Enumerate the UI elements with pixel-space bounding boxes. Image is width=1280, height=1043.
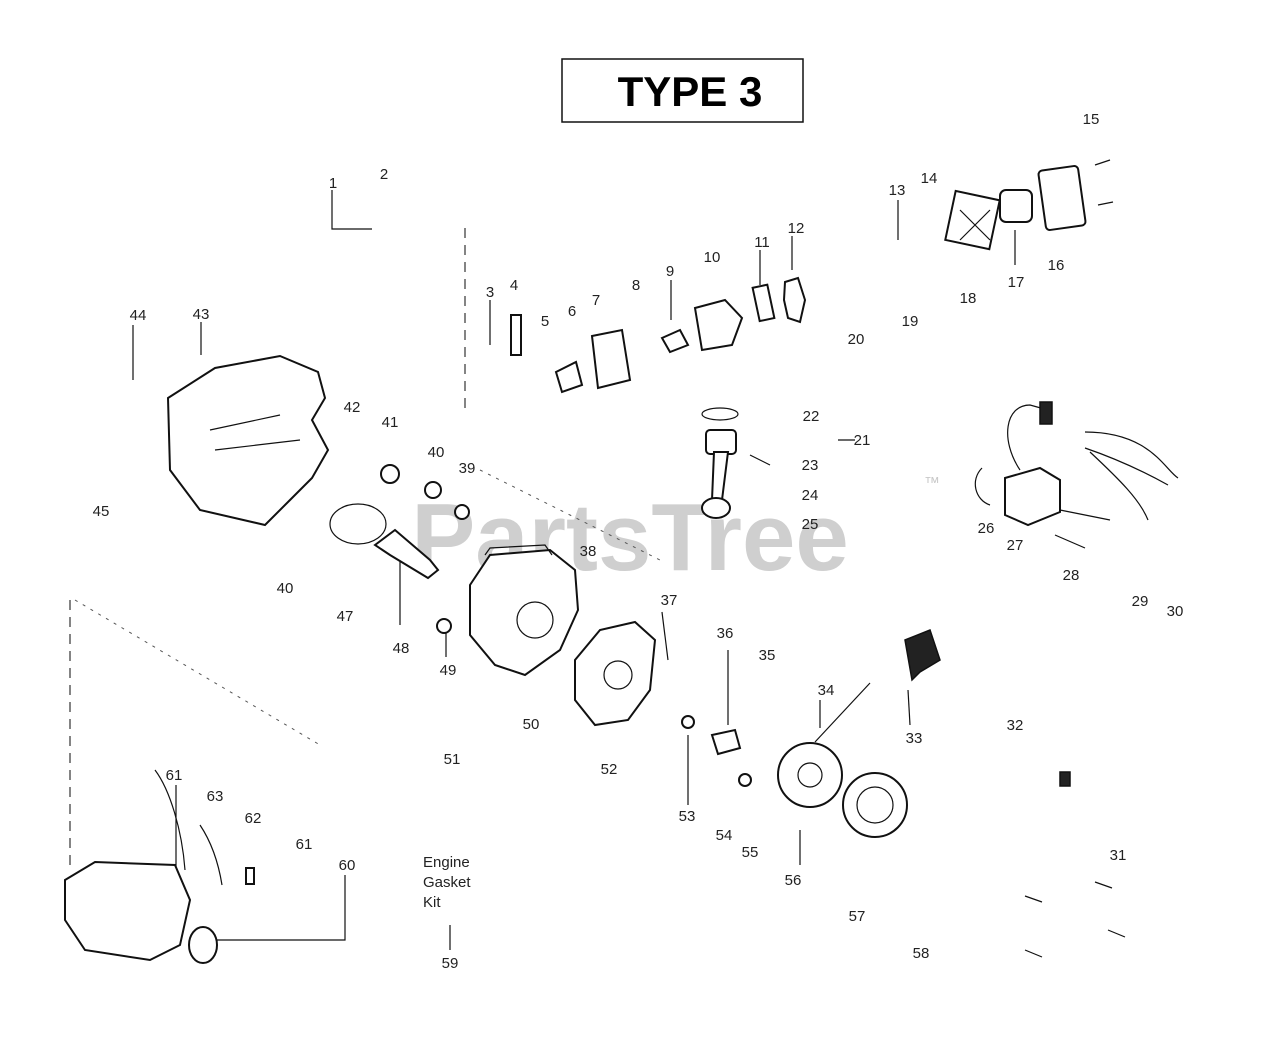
callout-54: 54 [716,827,733,844]
callout-16: 16 [1048,257,1065,274]
callout-20: 20 [848,331,865,348]
callout-51: 51 [444,751,461,768]
part-seals [380,464,470,634]
callout-8: 8 [632,277,640,294]
part-crankshaft [373,528,440,580]
callout-40b: 40 [277,580,294,597]
callout-13: 13 [889,182,906,199]
callout-53: 53 [679,808,696,825]
callout-57: 57 [849,908,866,925]
callout-43: 43 [193,306,210,323]
callout-37: 37 [661,592,678,609]
callout-55: 55 [742,844,759,861]
callout-17: 17 [1008,274,1025,291]
callout-21: 21 [854,432,871,449]
callout-34: 34 [818,682,835,699]
callout-41: 41 [382,414,399,431]
callout-5: 5 [541,313,549,330]
callout-63: 63 [207,788,224,805]
part-air-filter [944,165,1087,251]
kit-label-line-1: Engine [423,854,470,871]
leader-lines [69,190,1016,950]
callout-40a: 40 [428,444,445,461]
part-spark-plug [510,314,522,356]
callout-62: 62 [245,810,262,827]
callout-61b: 61 [296,836,313,853]
callout-1: 1 [329,175,337,192]
callout-44: 44 [130,307,147,324]
callout-23: 23 [802,457,819,474]
callout-19: 19 [902,313,919,330]
callout-2: 2 [380,166,388,183]
callout-18: 18 [960,290,977,307]
callout-28: 28 [1063,567,1080,584]
callout-24: 24 [802,487,819,504]
kit-label-line-3: Kit [423,894,441,911]
callout-45: 45 [93,503,110,520]
callout-3: 3 [486,284,494,301]
callout-29: 29 [1132,593,1149,610]
callout-11: 11 [754,234,770,251]
callout-10: 10 [704,249,721,266]
callout-48: 48 [393,640,410,657]
kit-label-line-2: Gasket [423,874,471,891]
part-muffler-bits [660,276,807,354]
part-piston-rod [701,407,739,519]
part-cylinder [554,328,632,394]
part-ignition-module [974,401,1179,549]
callout-49: 49 [440,662,457,679]
callout-15: 15 [1083,111,1100,128]
callout-39: 39 [459,460,476,477]
part-screws [749,159,1126,958]
callout-33: 33 [906,730,923,747]
callout-6: 6 [568,303,576,320]
diagram-title: TYPE 3 [618,68,763,115]
callout-52: 52 [601,761,618,778]
part-fuel-tank [64,769,255,964]
callout-59: 59 [442,955,459,972]
callout-60: 60 [339,857,356,874]
callout-12: 12 [788,220,805,237]
callout-56: 56 [785,872,802,889]
watermark-trademark: ™ [924,475,940,492]
engine-gasket-kit-label: Engine Gasket Kit [423,854,471,911]
callout-27: 27 [1007,537,1024,554]
callout-36: 36 [717,625,734,642]
part-starter-assembly [681,629,941,838]
callout-38: 38 [580,543,597,560]
callout-32: 32 [1007,717,1024,734]
callout-9: 9 [666,263,674,280]
callout-42: 42 [344,399,361,416]
part-crankcase [469,544,580,677]
callout-50: 50 [523,716,540,733]
callout-26: 26 [978,520,995,537]
title-box: TYPE 3 [561,58,804,123]
callout-30: 30 [1167,603,1184,620]
callout-31: 31 [1110,847,1127,864]
callout-7: 7 [592,292,600,309]
callout-4: 4 [510,277,518,294]
callout-22: 22 [803,408,820,425]
callout-61a: 61 [166,767,183,784]
callout-25: 25 [802,516,819,533]
callout-58: 58 [913,945,930,962]
part-gasket-ring [329,503,387,545]
part-shroud [166,354,330,527]
callout-47: 47 [337,608,354,625]
part-crankcase-cover [574,620,657,727]
callout-14: 14 [921,170,938,187]
callout-35: 35 [759,647,776,664]
